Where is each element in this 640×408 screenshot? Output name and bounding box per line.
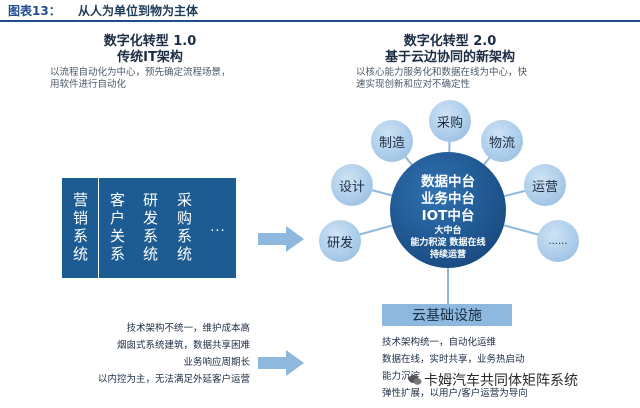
right-bottom-list: 技术架构统一，自动化运维 数据在线，实时共享，业务热启动 能力沉淀 弹性扩展，以… [382, 334, 622, 402]
right-title-line1: 数字化转型 2.0 [403, 34, 497, 49]
right-title: 数字化转型 2.0 基于云边协同的新架构 [360, 34, 540, 66]
hub-line-business: 业务中台 [421, 191, 475, 207]
hub-line-capability: 能力积淀 数据在线 [410, 238, 486, 248]
pillar-procurement: 采购系统 [166, 178, 202, 278]
cloud-infrastructure-bar: 云基础设施 [382, 304, 512, 326]
left-bottom-item: 业务响应周期长 [183, 357, 250, 368]
transform-arrow-bottom-icon [258, 350, 304, 376]
left-title: 数字化转型 1.0 传统IT架构 [70, 34, 230, 66]
cloud-infrastructure-label: 云基础设施 [412, 308, 482, 324]
left-description: 以流程自动化为中心，预先确定流程场景， 用软件进行自动化 [50, 67, 270, 91]
figure-header: 图表13： 从人为单位到物为主体 [0, 0, 640, 22]
node-rd: 研发 [319, 220, 361, 262]
left-bottom-item: 烟囱式系统建筑，数据共享困难 [116, 340, 250, 351]
middle-platform-hub: 数据中台 业务中台 IOT中台 大中台 能力积淀 数据在线 持续运营 [390, 152, 506, 268]
right-bottom-item: 技术架构统一，自动化运维 [382, 337, 497, 348]
hub-line-data: 数据中台 [421, 174, 475, 190]
pillar-marketing: 营销系统 [62, 178, 98, 278]
hub-line-big: 大中台 [434, 226, 462, 236]
right-bottom-item: 能力沉淀 [382, 371, 421, 382]
left-desc-line2: 用软件进行自动化 [50, 79, 127, 90]
left-bottom-list: 技术架构不统一，维护成本高 烟囱式系统建筑，数据共享困难 业务响应周期长 以内控… [40, 320, 250, 388]
hub-line-iot: IOT中台 [421, 208, 475, 224]
node-logistics: 物流 [481, 120, 523, 162]
left-bottom-item: 以内控为主，无法满足外延客户运营 [97, 374, 250, 385]
left-title-line2: 传统IT架构 [117, 50, 183, 65]
node-design: 设计 [331, 164, 373, 206]
right-description: 以核心能力服务化和数据在线为中心，快 速实现创新和应对不确定性 [356, 67, 576, 91]
right-bottom-item: 数据在线，实时共享，业务热启动 [382, 354, 525, 365]
figure-title: 从人为单位到物为主体 [78, 4, 199, 18]
right-desc-line1: 以核心能力服务化和数据在线为中心，快 [356, 67, 528, 78]
left-desc-line1: 以流程自动化为中心，预先确定流程场景， [50, 67, 231, 78]
pillar-crm: 客户关系 [99, 178, 135, 278]
figure-label: 图表13： [8, 4, 61, 18]
hub-line-ops: 持续运营 [429, 250, 466, 260]
node-more: ...... [537, 220, 579, 262]
node-procurement: 采购 [429, 100, 471, 142]
wechat-icon [408, 375, 422, 385]
watermark-text: 卡姆汽车共同体矩阵系统 [424, 373, 578, 389]
node-manufacturing: 制造 [371, 120, 413, 162]
node-operations: 运营 [524, 164, 566, 206]
pillar-more: ... [200, 178, 236, 278]
right-bottom-item: 弹性扩展，以用户/客户运营为导向 [382, 388, 528, 399]
right-title-line2: 基于云边协同的新架构 [384, 50, 515, 65]
left-title-line1: 数字化转型 1.0 [103, 34, 197, 49]
pillar-rd: 研发系统 [132, 178, 168, 278]
left-bottom-item: 技术架构不统一，维护成本高 [126, 323, 250, 334]
transform-arrow-top-icon [258, 226, 304, 252]
right-desc-line2: 速实现创新和应对不确定性 [356, 79, 471, 90]
